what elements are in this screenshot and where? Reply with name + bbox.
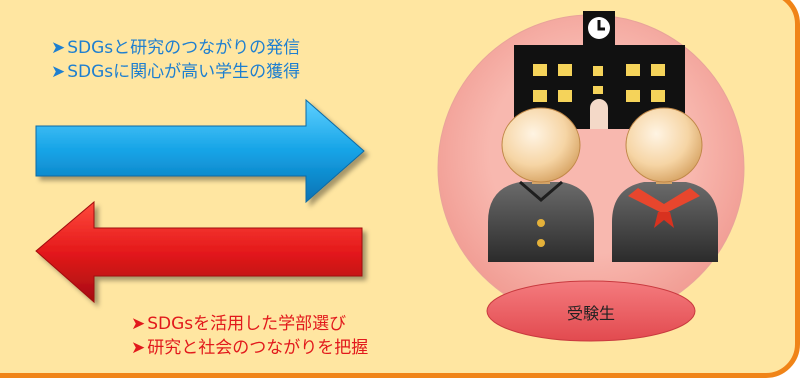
left-arrow: [35, 200, 363, 304]
student-boy-icon: [488, 107, 594, 262]
right-arrow: [35, 98, 365, 204]
bullet-icon: ➤: [131, 338, 146, 358]
benefit-line-1: ➤SDGsを活用した学部選び: [131, 314, 347, 334]
outreach-text: ➤SDGsと研究のつながりの発信 ➤SDGsに関心が高い学生の獲得: [51, 38, 300, 82]
label-pill: [486, 280, 696, 342]
benefit-text: ➤SDGsを活用した学部選び ➤研究と社会のつながりを把握: [131, 314, 368, 358]
bullet-icon: ➤: [51, 38, 66, 58]
outreach-line-1: ➤SDGsと研究のつながりの発信: [51, 38, 301, 58]
bullet-icon: ➤: [131, 314, 146, 334]
clock-icon: [588, 17, 610, 39]
outreach-line-2: ➤SDGsに関心が高い学生の獲得: [51, 62, 301, 82]
benefit-line-2: ➤研究と社会のつながりを把握: [131, 338, 369, 358]
window-group: [533, 64, 665, 102]
examinee-label: 受験生: [566, 304, 615, 323]
student-girl-icon: [612, 107, 718, 262]
bullet-icon: ➤: [51, 62, 66, 82]
